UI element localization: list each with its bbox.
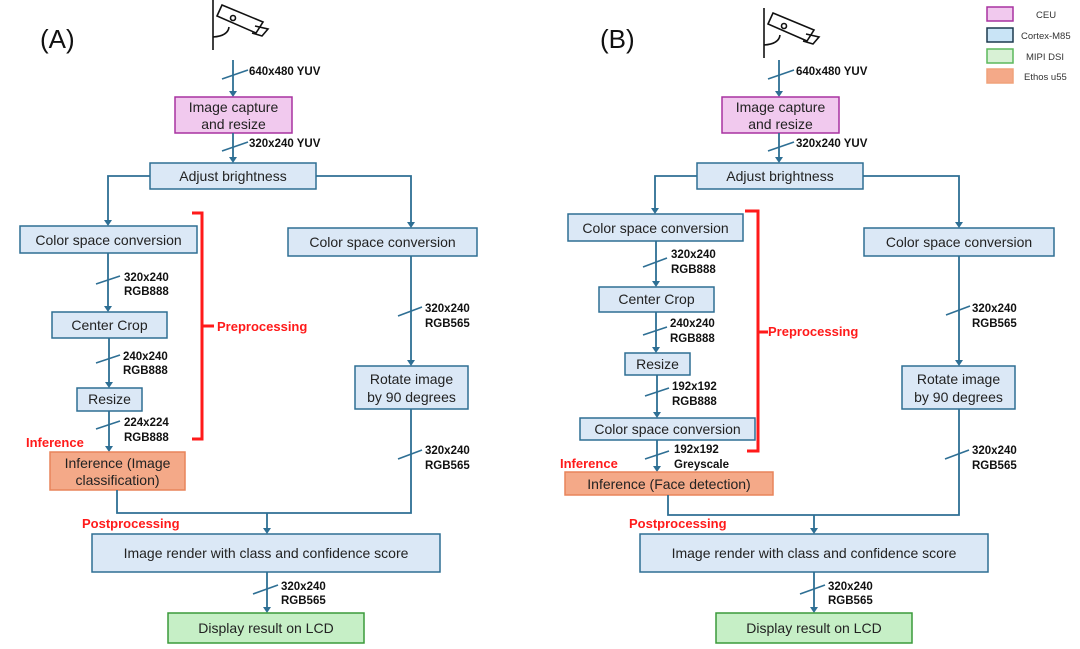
adjust-brightness-node xyxy=(149,162,317,190)
edge-label: RGB565 xyxy=(425,318,470,330)
panel-b-label: (B) xyxy=(600,24,635,54)
center-crop-node xyxy=(51,311,168,339)
image-capture-node xyxy=(174,96,293,134)
preprocessing-annotation: Preprocessing xyxy=(217,319,307,334)
edge-label: 640x480 YUV xyxy=(796,66,868,78)
node-label: Adjust brightness xyxy=(179,168,286,184)
display-lcd-node xyxy=(167,612,365,644)
postprocessing-annotation: Postprocessing xyxy=(629,516,727,531)
edge-label: RGB565 xyxy=(972,318,1017,330)
edge-label: RGB888 xyxy=(123,365,168,377)
edge-label: 320x240 xyxy=(972,303,1017,315)
edge-label: 320x240 xyxy=(828,581,873,593)
color-space-conversion-node xyxy=(863,227,1055,257)
panel-b: (B) 640x480 YUV Image capture and resize… xyxy=(560,8,1055,644)
display-lcd-node xyxy=(715,612,913,644)
node-label: Image render with class and confidence s… xyxy=(124,545,409,561)
color-space-conversion-node xyxy=(287,227,478,257)
node-label: Resize xyxy=(636,356,679,372)
node-label: Adjust brightness xyxy=(726,168,833,184)
node-label: Rotate image xyxy=(917,371,1000,387)
edge-label: 320x240 xyxy=(972,445,1017,457)
rotate-image-node xyxy=(354,365,469,410)
edge-label: RGB565 xyxy=(972,460,1017,472)
image-render-node xyxy=(639,533,989,573)
node-label: Image capture xyxy=(736,99,826,115)
postprocessing-annotation: Postprocessing xyxy=(82,516,180,531)
legend-swatch-ceu xyxy=(986,6,1014,22)
node-label: Color space conversion xyxy=(886,234,1032,250)
edge-label: RGB888 xyxy=(672,396,717,408)
node-label: Color space conversion xyxy=(35,232,181,248)
node-label: Color space conversion xyxy=(594,421,740,437)
inference-node xyxy=(49,451,186,491)
legend-label: Ethos u55 xyxy=(1024,72,1067,83)
edge-label: 240x240 xyxy=(123,351,168,363)
edge-label: 320x240 xyxy=(124,272,169,284)
edge-label: 320x240 xyxy=(425,303,470,315)
edge-label: 320x240 xyxy=(671,249,716,261)
edge-label: 640x480 YUV xyxy=(249,66,321,78)
node-label: Center Crop xyxy=(618,291,694,307)
node-label: Rotate image xyxy=(370,371,453,387)
legend-swatch-mipi-dsi xyxy=(986,48,1014,64)
preprocessing-annotation: Preprocessing xyxy=(768,324,858,339)
preprocessing-bracket xyxy=(745,209,760,453)
edge-label: 320x240 xyxy=(425,445,470,457)
node-label: Inference (Image xyxy=(65,455,171,471)
node-label: classification) xyxy=(75,472,159,488)
security-camera-icon xyxy=(212,0,270,50)
color-space-conversion-2-node xyxy=(579,417,756,441)
edge-label: Greyscale xyxy=(674,459,729,471)
edge-label: 320x240 YUV xyxy=(249,138,321,150)
node-label: Resize xyxy=(88,391,131,407)
edge-label: RGB888 xyxy=(124,432,169,444)
node-label: and resize xyxy=(748,116,813,132)
edge-label: RGB565 xyxy=(425,460,470,472)
legend: CEU Cortex-M85 MIPI DSI Ethos u55 xyxy=(986,6,1071,84)
inference-node xyxy=(564,471,774,496)
panel-a-label: (A) xyxy=(40,24,75,54)
legend-label: MIPI DSI xyxy=(1026,52,1064,63)
legend-label: CEU xyxy=(1036,10,1056,21)
edge-label: RGB888 xyxy=(671,264,716,276)
center-crop-node xyxy=(598,286,715,313)
node-label: by 90 degrees xyxy=(367,389,456,405)
node-label: Inference (Face detection) xyxy=(587,476,750,492)
node-label: Color space conversion xyxy=(309,234,455,250)
panel-a: (A) 640x480 YUV Image capture and resize… xyxy=(19,0,478,644)
inference-annotation: Inference xyxy=(26,435,84,450)
legend-label: Cortex-M85 xyxy=(1021,31,1071,42)
node-label: Display result on LCD xyxy=(198,620,333,636)
legend-swatch-ethos-u55 xyxy=(986,68,1014,84)
node-label: Color space conversion xyxy=(582,220,728,236)
node-label: by 90 degrees xyxy=(914,389,1003,405)
security-camera-icon xyxy=(763,8,821,58)
edge-label: 192x192 xyxy=(672,381,717,393)
edge-label: 320x240 xyxy=(281,581,326,593)
node-label: Display result on LCD xyxy=(746,620,881,636)
edge-label: 224x224 xyxy=(124,417,169,429)
image-capture-node xyxy=(721,96,840,134)
edge-label: RGB888 xyxy=(670,333,715,345)
edge-label: RGB565 xyxy=(828,595,873,607)
node-label: Image capture xyxy=(189,99,279,115)
legend-swatch-cortex-m85 xyxy=(986,27,1014,43)
edge-label: 320x240 YUV xyxy=(796,138,868,150)
rotate-image-node xyxy=(901,365,1016,410)
edge-label: RGB888 xyxy=(124,286,169,298)
node-label: and resize xyxy=(201,116,266,132)
node-label: Image render with class and confidence s… xyxy=(672,545,957,561)
color-space-conversion-node xyxy=(19,225,198,254)
edge-label: 192x192 xyxy=(674,444,719,456)
edge-label: 240x240 xyxy=(670,318,715,330)
edge-label: RGB565 xyxy=(281,595,326,607)
color-space-conversion-node xyxy=(567,213,744,242)
image-render-node xyxy=(91,533,441,573)
node-label: Center Crop xyxy=(71,317,147,333)
inference-annotation: Inference xyxy=(560,456,618,471)
